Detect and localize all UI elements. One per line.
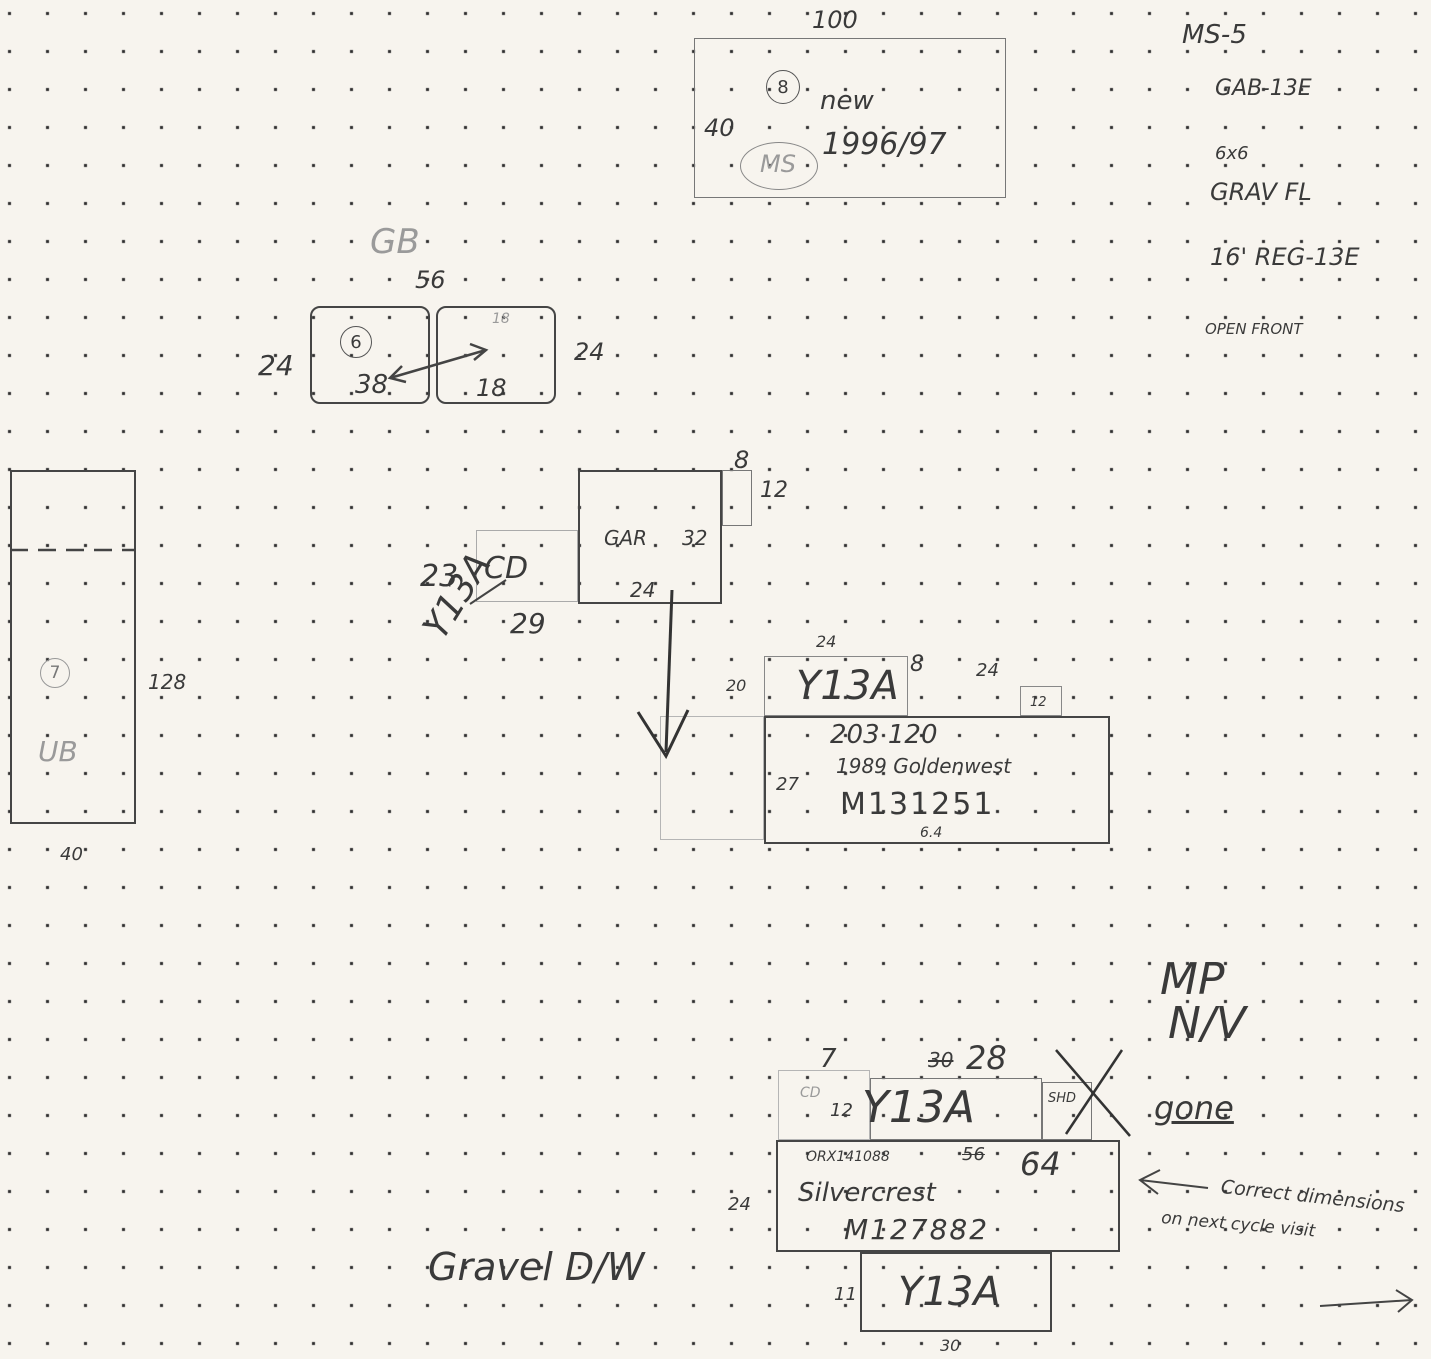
note-line-6: OPEN FRONT <box>1205 320 1303 338</box>
silvercrest-top-dim-struck: 30 <box>928 1048 954 1072</box>
home-8-top-dim: 100 <box>812 6 858 34</box>
structure-6-code: GB <box>370 222 420 262</box>
silvercrest-porch-bottom-dim: 30 <box>940 1336 961 1355</box>
silvercrest-side-dim: 24 <box>728 1194 751 1215</box>
structure-6-space-number: 6 <box>340 326 372 358</box>
home-8-code: MS <box>760 150 796 178</box>
carport-left-dim: 23 <box>420 559 459 594</box>
silvercrest-top-dim-left: 7 <box>820 1044 837 1074</box>
silvercrest-serial: M127882 <box>844 1213 990 1246</box>
garage-label: GAR <box>604 526 648 550</box>
structure-7-code: UB <box>38 735 78 768</box>
home-8-year: 1996/97 <box>822 127 947 162</box>
silvercrest-bottom-porch-outline <box>860 1252 1052 1332</box>
carport-bottom-dim: 29 <box>510 607 546 640</box>
structure-7-bottom-dim: 40 <box>60 844 83 865</box>
structure-6-right-inner-top: 18 <box>492 311 510 327</box>
goldenwest-code: Y13A <box>796 663 899 709</box>
garage-depth-dim: 24 <box>630 578 656 602</box>
goldenwest-side-dim: 27 <box>776 774 799 795</box>
home-8-space-number: 8 <box>766 70 800 104</box>
home-8-outline <box>694 38 1006 198</box>
goldenwest-dim-top-right: 24 <box>976 660 999 681</box>
silvercrest-id-line: ORX141088 <box>806 1149 890 1165</box>
structure-7-space-number: 7 <box>40 658 70 688</box>
carport-outline <box>476 530 578 602</box>
note-line-4: GRAV FL <box>1210 178 1312 206</box>
goldenwest-sub-note: 6.4 <box>920 825 943 841</box>
silvercrest-width-struck: 56 <box>962 1144 985 1165</box>
silvercrest-porch-outline <box>870 1078 1042 1140</box>
goldenwest-id: 203 120 <box>830 720 938 750</box>
silvercrest-left-dim-small: 12 <box>830 1100 853 1121</box>
structure-6-left-dim: 24 <box>258 349 294 382</box>
goldenwest-make: 1989 Goldenwest <box>836 754 1012 778</box>
goldenwest-serial: M131251 <box>840 787 995 822</box>
garage-outline <box>578 470 722 604</box>
structure-6-right-inner-bottom: 18 <box>476 374 507 402</box>
note-line-2: GAB-13E <box>1215 76 1312 101</box>
gravel-note: Gravel D/W <box>428 1245 645 1289</box>
structure-6-right-dim: 24 <box>574 338 605 366</box>
silvercrest-width: 64 <box>1020 1145 1061 1183</box>
silvercrest-top-dim: 28 <box>966 1039 1007 1077</box>
home-8-status: new <box>820 86 874 116</box>
silvercrest-cd-outline <box>778 1070 870 1140</box>
structure-7-side-dim: 128 <box>148 670 187 694</box>
goldenwest-faint-addition <box>660 716 764 840</box>
goldenwest-dim-top-left: 24 <box>816 632 837 651</box>
silvercrest-gone-note: gone <box>1154 1089 1234 1127</box>
silvercrest-mp-note: MP <box>1160 954 1225 1005</box>
garage-corner-outline <box>722 470 752 526</box>
silvercrest-code-top: Y13A <box>862 1082 975 1133</box>
home-8-side-dim: 40 <box>704 114 735 142</box>
note-line-1: MS-5 <box>1182 20 1247 50</box>
silvercrest-code-bottom: Y13A <box>898 1269 1001 1315</box>
silvercrest-outline <box>776 1140 1120 1252</box>
silvercrest-shed-label: SHD <box>1048 1091 1077 1106</box>
note-line-3: 6x6 <box>1215 143 1249 164</box>
silvercrest-make: Silvercrest <box>798 1178 936 1208</box>
note-line-5: 16' REG-13E <box>1210 243 1360 271</box>
silvercrest-porch-left-dim: 11 <box>834 1284 857 1305</box>
carport-label: CD <box>484 551 529 586</box>
goldenwest-porch-outline <box>764 656 908 716</box>
goldenwest-dim-12: 12 <box>1030 695 1047 710</box>
goldenwest-outline <box>764 716 1110 844</box>
garage-corner-dim-top: 8 <box>734 446 750 474</box>
silvercrest-nv-note: N/V <box>1168 998 1246 1049</box>
structure-7-outline <box>10 470 136 824</box>
home-8-code-ellipse <box>740 142 818 190</box>
structure-6-top-dim: 56 <box>415 266 446 294</box>
goldenwest-step-outline <box>1020 686 1062 716</box>
garage-width-dim: 32 <box>682 526 708 550</box>
goldenwest-dim-left: 20 <box>726 676 747 695</box>
garage-corner-dim-side: 12 <box>760 478 788 503</box>
silvercrest-cd-label: CD <box>800 1085 821 1101</box>
goldenwest-dim-8: 8 <box>910 652 924 677</box>
structure-6-left-inner: 38 <box>355 370 389 400</box>
